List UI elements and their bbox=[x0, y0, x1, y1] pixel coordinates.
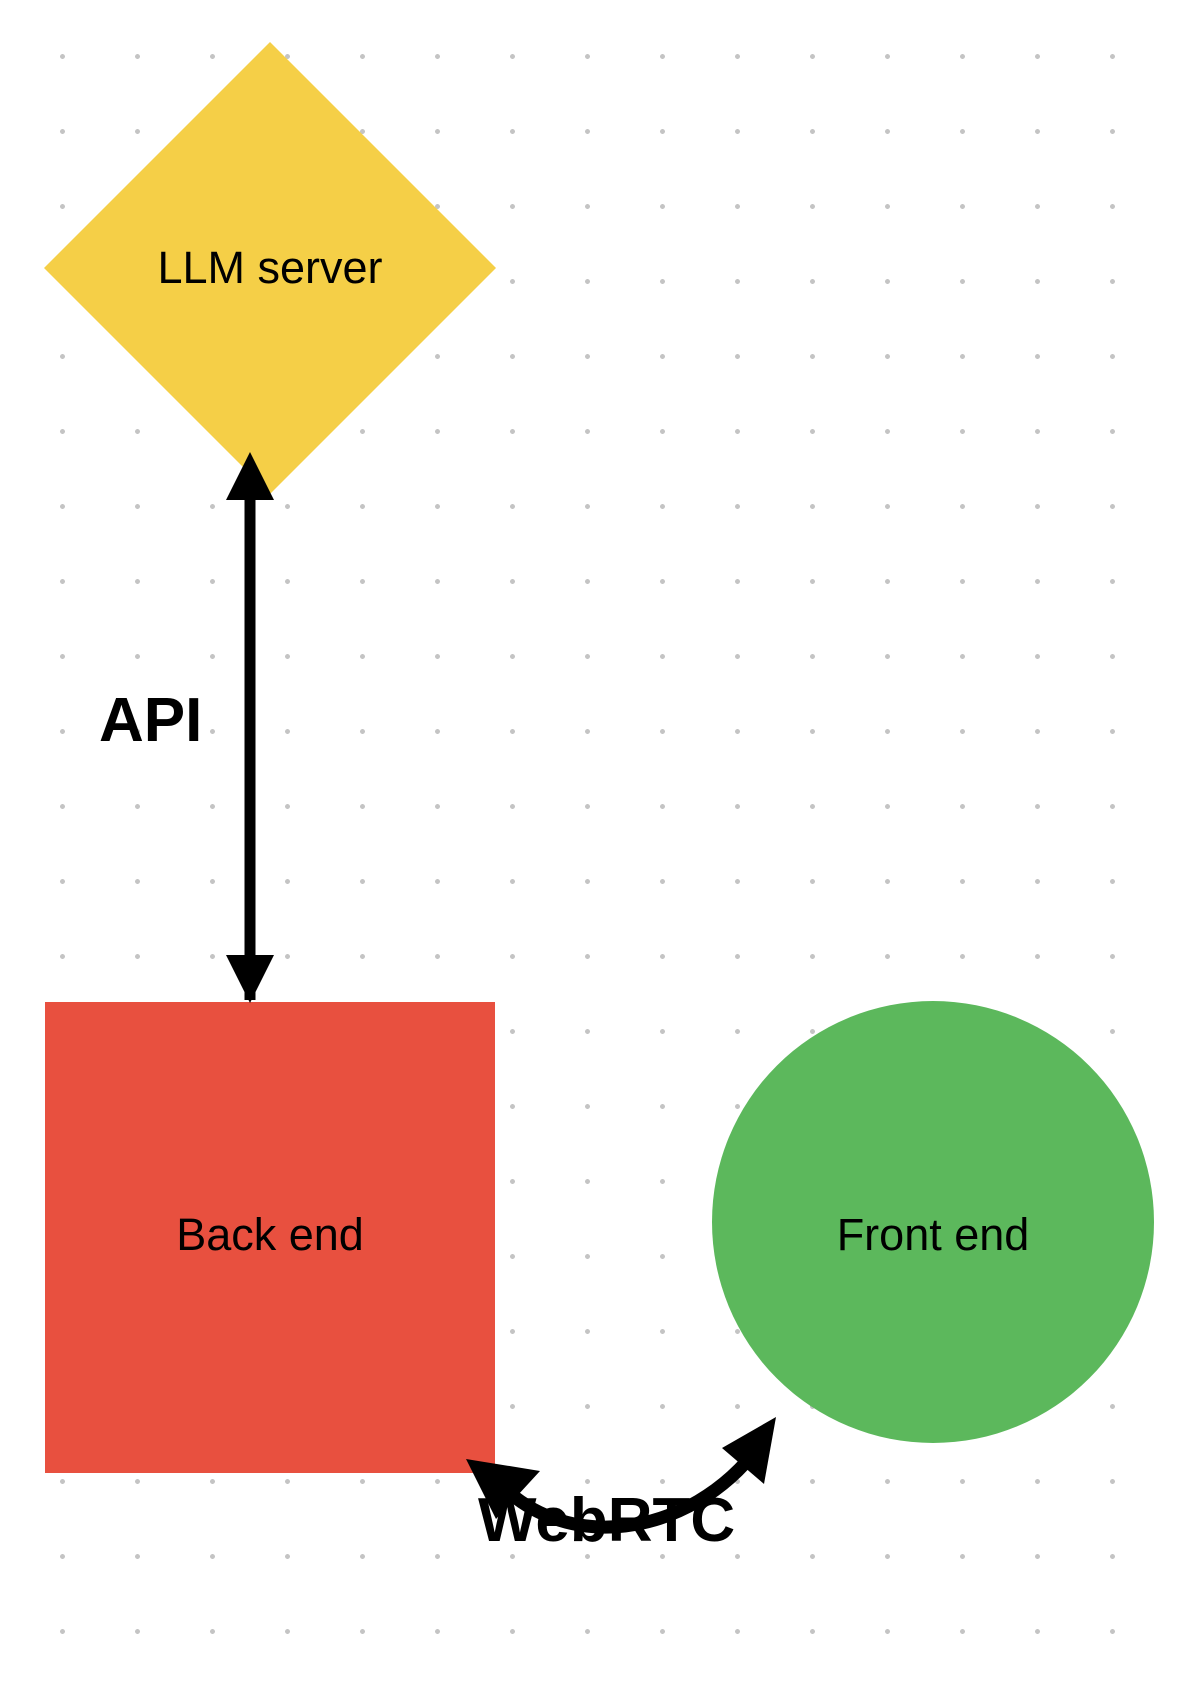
node-llm-server-shape[interactable] bbox=[44, 42, 496, 494]
node-llm-server-label: LLM server bbox=[157, 242, 383, 293]
edge-api-label: API bbox=[99, 686, 203, 755]
edge-webrtc-arrow[interactable] bbox=[466, 1417, 776, 1534]
node-back-end-shape[interactable] bbox=[45, 1002, 495, 1473]
node-front-end-label: Front end bbox=[836, 1209, 1030, 1260]
edge-webrtc-label: WebRTC bbox=[478, 1486, 736, 1555]
edge-api-arrow[interactable] bbox=[226, 452, 274, 1003]
arrowhead-right-icon bbox=[722, 1417, 776, 1484]
arrowhead-up-icon bbox=[226, 452, 274, 500]
arrowhead-left-icon bbox=[466, 1459, 540, 1519]
node-front-end-shape[interactable] bbox=[712, 1001, 1154, 1443]
node-back-end-label: Back end bbox=[176, 1209, 364, 1260]
arrowhead-down-icon bbox=[226, 955, 274, 1003]
